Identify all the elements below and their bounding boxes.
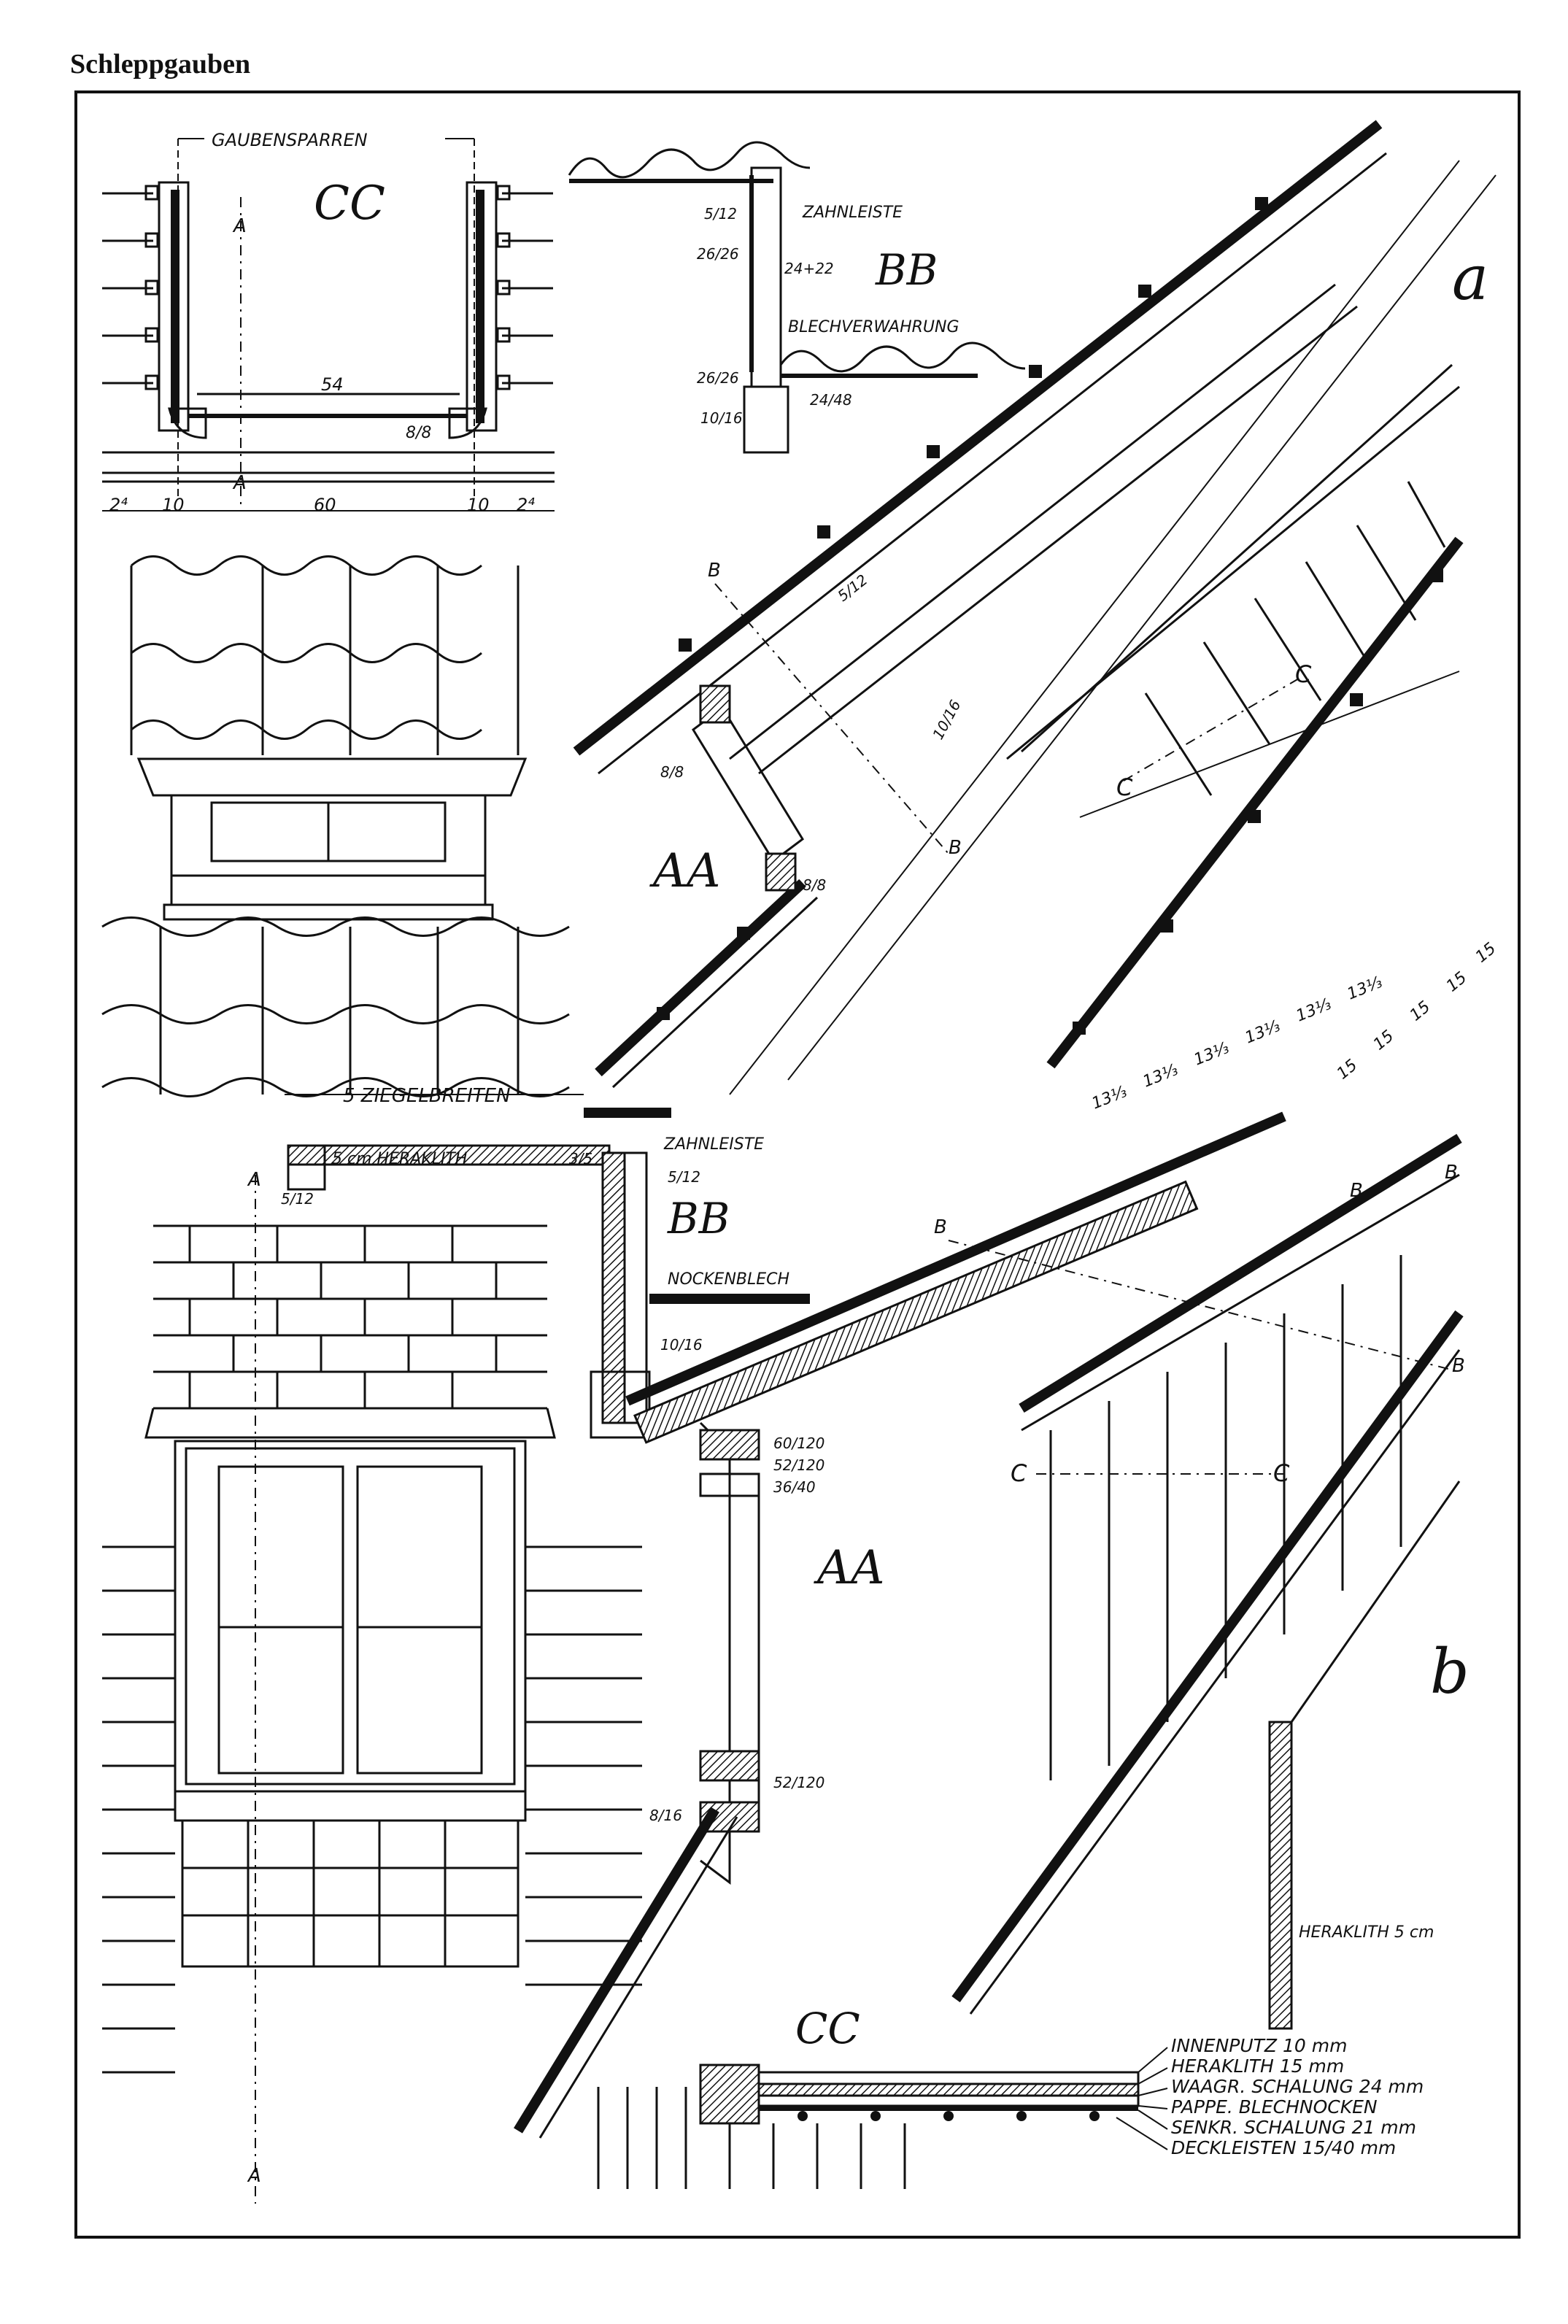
svg-text:ZAHNLEISTE: ZAHNLEISTE [802,204,903,222]
svg-text:54: 54 [321,374,344,395]
svg-text:15: 15 [1334,1056,1362,1083]
svg-text:36/40: 36/40 [773,1478,816,1496]
heraklith-note: HERAKLITH 5 cm [1299,1923,1434,1942]
svg-text:13⅓: 13⅓ [1089,1083,1129,1113]
svg-text:15: 15 [1443,968,1471,995]
section-aa-bottom: AA 60/120 52/120 36/40 52/120 8/16 [514,1111,1286,2139]
svg-text:24+22: 24+22 [784,260,834,277]
svg-text:2⁴: 2⁴ [517,495,535,515]
perspective-b: C C B B B B HERAKLITH 5 cm [934,1134,1465,2030]
svg-text:10: 10 [162,495,185,515]
svg-text:8/16: 8/16 [649,1807,682,1824]
svg-text:C: C [1295,660,1312,688]
svg-text:13⅓: 13⅓ [1140,1061,1181,1092]
gaubensparren-label: GAUBENSPARREN [212,130,368,150]
svg-text:13⅓: 13⅓ [1294,995,1334,1026]
svg-text:10/16: 10/16 [929,697,964,742]
svg-text:26/26: 26/26 [697,369,739,387]
section-cc-bottom: CC [597,2004,1168,2189]
svg-text:B: B [1350,1180,1363,1202]
svg-text:C: C [1116,773,1133,801]
svg-text:10/16: 10/16 [660,1336,703,1354]
svg-text:60/120: 60/120 [773,1435,824,1452]
svg-text:DECKLEISTEN 15/40 mm: DECKLEISTEN 15/40 mm [1171,2137,1396,2158]
variant-a-label: a [1452,242,1488,314]
svg-text:SENKR. SCHALUNG 21 mm: SENKR. SCHALUNG 21 mm [1171,2117,1416,2138]
svg-text:3/5: 3/5 [569,1150,592,1167]
svg-text:24/48: 24/48 [810,391,852,409]
svg-text:15: 15 [1370,1027,1398,1054]
svg-text:5/12: 5/12 [281,1190,314,1208]
svg-text:52/120: 52/120 [773,1456,824,1474]
tile-spacing-lower: 15 15 15 15 15 [1334,939,1500,1083]
tile-spacing-upper: 13⅓ 13⅓ 13⅓ 13⅓ 13⅓ 13⅓ [1089,973,1385,1113]
variant-b-label: b [1430,1636,1469,1707]
svg-text:26/26: 26/26 [697,245,739,263]
svg-text:B: B [708,560,721,582]
svg-text:5/12: 5/12 [834,571,870,605]
svg-text:C: C [1011,1459,1027,1487]
svg-text:A: A [232,472,247,494]
svg-text:NOCKENBLECH: NOCKENBLECH [668,1270,789,1289]
svg-text:BLECHVERWAHRUNG: BLECHVERWAHRUNG [788,318,959,336]
svg-text:10: 10 [467,495,490,515]
svg-text:PAPPE. BLECHNOCKEN: PAPPE. BLECHNOCKEN [1171,2096,1378,2118]
svg-text:ZAHNLEISTE: ZAHNLEISTE [663,1135,764,1154]
elevation-b [102,1175,642,2204]
svg-text:13⅓: 13⅓ [1243,1017,1283,1048]
section-bb-top-label: BB [875,245,938,295]
svg-text:A: A [232,215,247,237]
section-aa-top: B B C C AA 5/12 10/16 8/8 8/8 [573,120,1496,1095]
svg-text:8/8: 8/8 [660,763,684,781]
svg-text:60: 60 [314,495,336,515]
svg-text:INNENPUTZ 10 mm: INNENPUTZ 10 mm [1171,2035,1347,2056]
section-bb-bottom-label: BB [667,1194,730,1243]
svg-text:8/8: 8/8 [406,424,431,442]
svg-text:5 ZIEGELBREITEN: 5 ZIEGELBREITEN [343,1085,511,1107]
svg-text:13⅓: 13⅓ [1192,1039,1232,1070]
svg-text:C: C [1273,1459,1290,1487]
svg-text:5/12: 5/12 [668,1168,700,1186]
svg-text:2⁴: 2⁴ [109,495,128,515]
svg-text:8/8: 8/8 [803,876,826,894]
svg-text:52/120: 52/120 [773,1774,824,1791]
svg-text:15: 15 [1407,997,1434,1024]
svg-text:B: B [949,837,962,859]
svg-text:B: B [934,1216,947,1238]
elevation-a [101,555,570,1097]
svg-text:HERAKLITH 15 mm: HERAKLITH 15 mm [1171,2055,1344,2077]
svg-text:B: B [1445,1162,1458,1184]
sheet-title: Schleppgauben [70,49,251,80]
svg-text:A: A [247,1169,261,1191]
svg-text:5/12: 5/12 [704,205,737,223]
svg-text:A: A [247,2165,261,2187]
svg-text:WAAGR. SCHALUNG 24 mm: WAAGR. SCHALUNG 24 mm [1171,2076,1424,2097]
section-cc-top: GAUBENSPARREN [102,130,555,515]
section-bb-top: ZAHNLEISTE BLECHVERWAHRUNG BB 5/12 26/26… [568,141,1026,454]
layer-legend: INNENPUTZ 10 mm HERAKLITH 15 mm WAAGR. S… [1171,2035,1424,2158]
svg-text:B: B [1452,1355,1465,1377]
svg-text:5 cm HERAKLITH: 5 cm HERAKLITH [332,1150,467,1168]
section-cc-bottom-label: CC [795,2004,860,2053]
svg-text:15: 15 [1472,939,1500,966]
svg-text:13⅓: 13⅓ [1345,973,1385,1004]
svg-text:10/16: 10/16 [700,409,743,427]
section-aa-top-label: AA [649,844,720,898]
drawing-frame [74,90,1521,2239]
section-cc-top-label: CC [314,177,385,231]
section-aa-bottom-label: AA [814,1541,884,1595]
section-bb-bottom: 5 ZIEGELBREITEN 5 cm HERAKLITH ZAHNLEIST… [281,1085,810,1439]
